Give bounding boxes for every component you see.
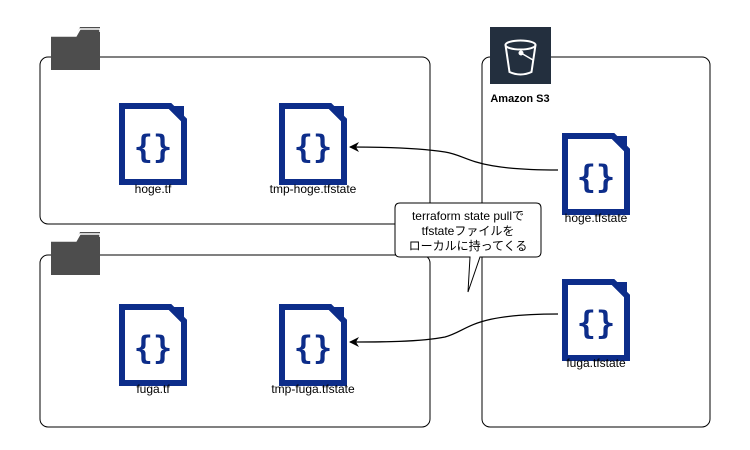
folder-group-hoge: hoge.tf tmp-hoge.tfstate: [39, 27, 431, 225]
folder-group-fuga: fuga.tf tmp-fuga.tfstate: [39, 232, 431, 428]
folder-icon: [51, 232, 101, 275]
s3-bucket-icon: [504, 39, 537, 76]
file-label-fuga-tfstate: fuga.tfstate: [566, 356, 626, 370]
folder-container: [39, 56, 431, 225]
file-label-hoge-tfstate: hoge.tfstate: [565, 211, 628, 225]
callout-line-2: tfstateファイルを: [422, 224, 515, 238]
arrow-hoge-pull: [349, 142, 559, 171]
s3-group: Amazon S3 hoge.tfstate fuga.tfstate: [481, 27, 711, 428]
file-label-tmp-fuga-tfstate: tmp-fuga.tfstate: [271, 382, 355, 396]
file-label-fuga-tf: fuga.tf: [136, 382, 170, 396]
file-label-tmp-hoge-tfstate: tmp-hoge.tfstate: [270, 182, 357, 196]
callout-line-1: terraform state pullで: [412, 209, 524, 223]
s3-label: Amazon S3: [490, 93, 549, 105]
folder-container: [39, 254, 431, 428]
file-label-hoge-tf: hoge.tf: [135, 182, 172, 196]
callout-line-3: ローカルに持ってくる: [409, 238, 528, 253]
arrow-fuga-pull: [349, 313, 559, 347]
folder-icon: [51, 27, 101, 70]
callout-bubble: terraform state pullで tfstateファイルを ローカルに…: [394, 202, 542, 293]
